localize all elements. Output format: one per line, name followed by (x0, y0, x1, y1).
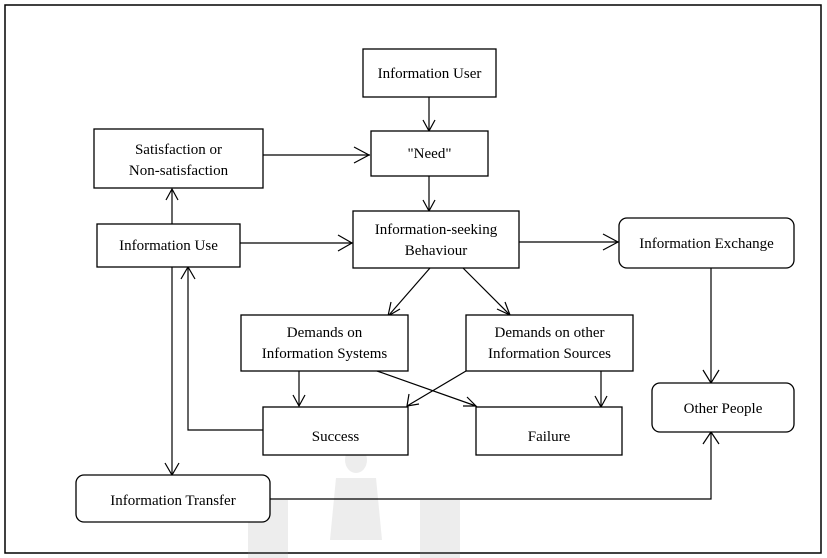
edge-satisfaction-to-need (263, 146, 371, 164)
information-use-label-line: Information Use (119, 238, 218, 254)
node-failure: Failure (475, 406, 623, 456)
edge-behaviour-to-exchange (519, 233, 620, 251)
node-information-user-label: Information User (378, 66, 482, 82)
node-information-use-label: Information Use (119, 238, 218, 254)
node-success: Success (262, 406, 409, 456)
need-label-line: "Need" (408, 146, 452, 162)
node-demands-systems-label: Demands on Information Systems (262, 325, 388, 362)
failure-label-line: Failure (528, 429, 571, 445)
information-user-label-line: Information User (378, 66, 482, 82)
edge-use-to-behaviour (240, 234, 354, 252)
edge-use-to-satisfaction (165, 187, 179, 224)
node-other-people-label: Other People (684, 401, 763, 417)
edge-demands-sources-to-failure (594, 371, 608, 409)
edge-exchange-to-other-people (702, 268, 720, 385)
node-satisfaction-label: Satisfaction or Non-satisfaction (129, 142, 229, 179)
node-information-transfer-label: Information Transfer (110, 493, 235, 509)
edge-demands-systems-to-failure (376, 370, 478, 407)
seeking-behaviour-label-line: Behaviour (405, 243, 467, 259)
edge-demands-systems-to-success (292, 371, 306, 408)
other-people-label-line: Other People (684, 401, 763, 417)
node-information-transfer: Information Transfer (75, 474, 271, 523)
node-other-people: Other People (651, 382, 795, 433)
success-label-line: Success (312, 429, 360, 445)
watermark-figure (248, 447, 460, 558)
node-success-label: Success (312, 429, 360, 445)
edge-demands-sources-to-success (406, 370, 467, 407)
node-failure-label: Failure (528, 429, 571, 445)
node-information-exchange-label: Information Exchange (639, 236, 774, 252)
nodes: Information User "Need" Satisfaction or N… (75, 48, 795, 523)
demands-systems-label-line: Demands on (287, 325, 363, 341)
diagram-frame (4, 4, 822, 554)
node-information-use: Information Use (96, 223, 241, 268)
satisfaction-label-line: Satisfaction or (135, 142, 222, 158)
information-exchange-label-line: Information Exchange (639, 236, 774, 252)
seeking-behaviour-label-line: Information-seeking (375, 222, 498, 238)
edge-use-to-transfer (164, 267, 180, 477)
edges (164, 97, 720, 500)
demands-systems-label-line: Information Systems (262, 346, 388, 362)
node-need-label: "Need" (408, 146, 452, 162)
demands-sources-label-line: Demands on other (495, 325, 605, 341)
demands-sources-label-line: Information Sources (488, 346, 611, 362)
edge-behaviour-to-demands-sources (462, 267, 512, 317)
satisfaction-label-line: Non-satisfaction (129, 163, 229, 179)
edge-need-to-behaviour (422, 176, 436, 213)
information-transfer-label-line: Information Transfer (110, 493, 235, 509)
node-satisfaction: Satisfaction or Non-satisfaction (93, 128, 264, 189)
node-demands-systems: Demands on Information Systems (240, 314, 409, 372)
node-information-user: Information User (362, 48, 497, 98)
node-information-exchange: Information Exchange (618, 217, 795, 269)
edge-behaviour-to-demands-systems (387, 267, 431, 318)
edge-user-to-need (422, 97, 436, 133)
node-need: "Need" (370, 130, 489, 177)
